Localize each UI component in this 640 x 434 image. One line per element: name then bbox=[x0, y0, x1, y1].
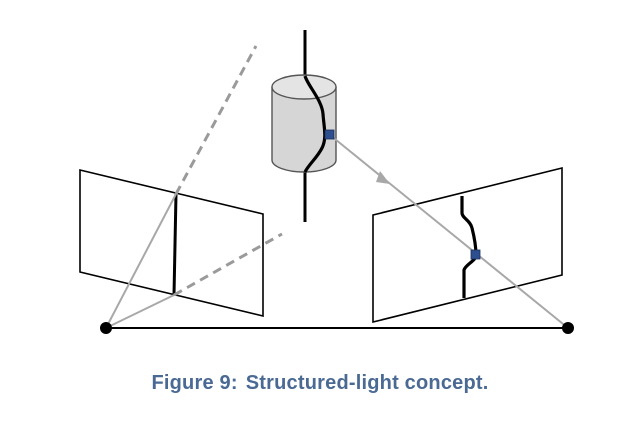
projector-frustum-lower bbox=[173, 232, 283, 297]
camera-image-plane bbox=[372, 166, 563, 324]
caption-text: Structured-light concept. bbox=[245, 372, 489, 394]
object-point-marker bbox=[324, 129, 335, 140]
projector-ray-lower bbox=[105, 294, 175, 329]
projector-frustum-upper bbox=[174, 45, 258, 195]
camera-image-stripe bbox=[460, 196, 478, 298]
image-point-marker bbox=[470, 249, 481, 260]
ray-arrowhead bbox=[376, 171, 390, 184]
projector-stripe bbox=[172, 193, 178, 296]
projector-plane bbox=[79, 168, 264, 318]
figure-caption: Figure 9: Structured-light concept. bbox=[0, 372, 640, 395]
projector-center-point bbox=[100, 322, 112, 334]
cylinder-object bbox=[271, 74, 337, 173]
camera-center-point bbox=[562, 322, 574, 334]
projector-ray-upper bbox=[105, 193, 177, 329]
camera-ray bbox=[329, 134, 569, 329]
caption-label: Figure 9: bbox=[151, 372, 238, 394]
